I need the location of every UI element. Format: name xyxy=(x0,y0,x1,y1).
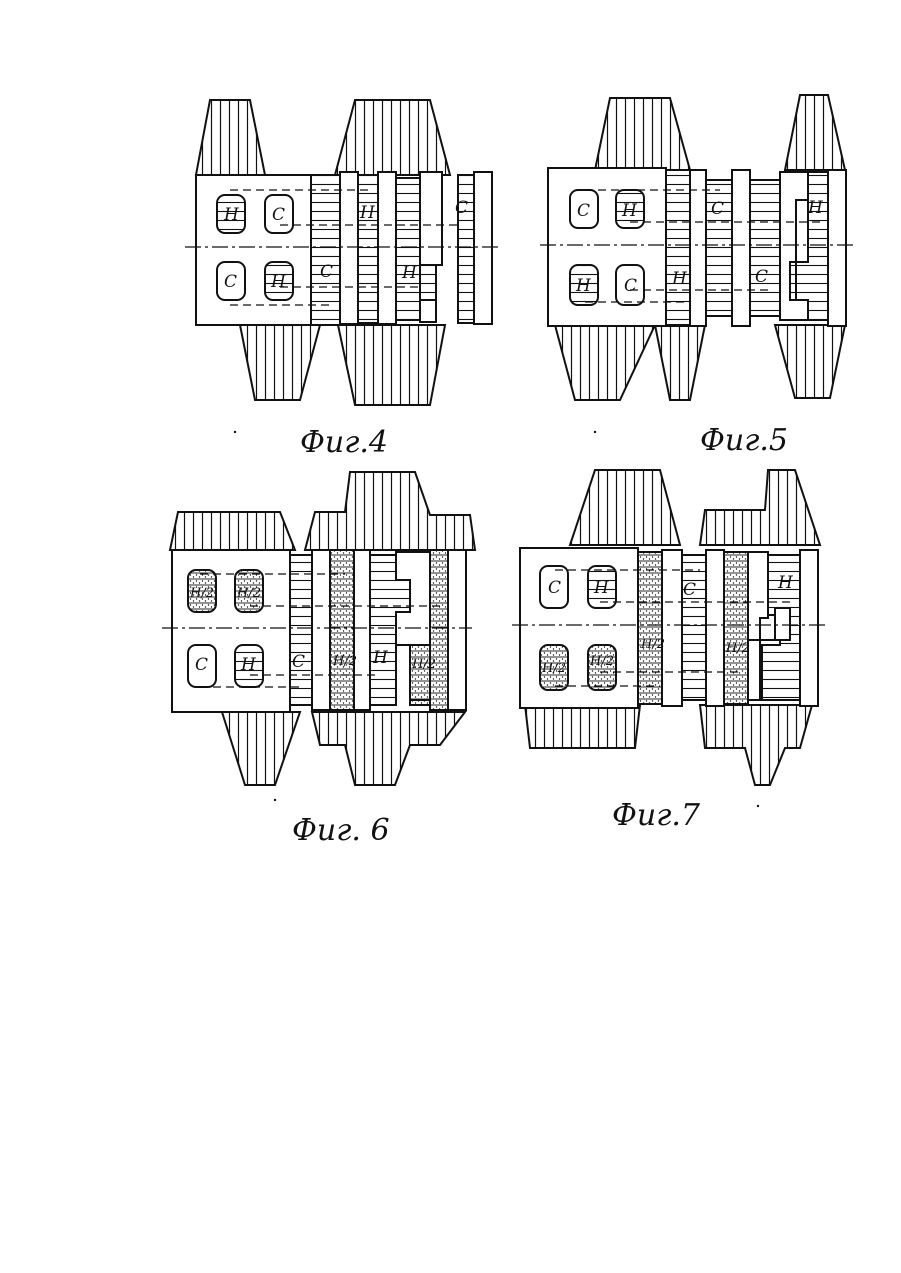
label-text: Н xyxy=(270,272,287,292)
label-text: Н xyxy=(807,198,824,218)
shaft xyxy=(290,555,312,705)
left-block xyxy=(196,175,311,325)
end-flange xyxy=(828,170,846,326)
upper-cone xyxy=(335,100,450,175)
shaft xyxy=(750,180,780,316)
label-text: Н xyxy=(359,203,376,223)
flange xyxy=(378,172,396,324)
lower-cone xyxy=(240,325,320,400)
figure-caption: Фиг. 6 xyxy=(292,813,390,848)
label-text: С xyxy=(320,262,333,282)
left-block xyxy=(548,168,666,326)
speck xyxy=(594,431,596,433)
flange xyxy=(690,170,706,326)
speck xyxy=(274,799,276,801)
label-text: Н xyxy=(777,573,794,593)
label-text: С xyxy=(577,201,590,221)
fraction-label: Н/2 xyxy=(332,654,357,669)
label-text: Н xyxy=(593,578,610,598)
label-text: Н xyxy=(372,648,389,668)
label-text: Н xyxy=(621,201,638,221)
end-flange xyxy=(800,550,818,706)
flange xyxy=(638,552,662,704)
fraction-label: Н/2 xyxy=(236,586,261,601)
label-text: С xyxy=(195,655,208,675)
fraction-label: Н/2 xyxy=(541,661,566,676)
figure-4 xyxy=(185,100,500,405)
lower-cone xyxy=(655,325,705,400)
fraction-label: Н/2 xyxy=(189,586,214,601)
speck xyxy=(757,805,759,807)
shaft xyxy=(311,175,341,325)
label-text: С xyxy=(224,272,237,292)
lower-cone xyxy=(555,325,655,400)
label-text: С xyxy=(683,580,696,600)
lower-cone xyxy=(222,712,300,785)
flange xyxy=(662,550,682,706)
lower-cone xyxy=(312,712,465,785)
flange xyxy=(340,172,358,324)
upper-cone xyxy=(570,470,680,545)
label-text: С xyxy=(755,267,768,287)
label-text: Н xyxy=(671,269,688,289)
label-text: С xyxy=(455,198,468,218)
label-text: С xyxy=(292,652,305,672)
figure-5 xyxy=(540,95,855,400)
lower-cone xyxy=(775,325,845,398)
upper-cone xyxy=(785,95,845,170)
figure-7 xyxy=(512,470,825,785)
flange xyxy=(732,170,750,326)
figure-caption: Фиг.4 xyxy=(300,425,388,460)
lower-cone xyxy=(700,705,812,785)
upper-cone xyxy=(170,512,295,550)
label-text: Н xyxy=(240,655,257,675)
label-text: Н xyxy=(575,276,592,296)
label-text: С xyxy=(548,578,561,598)
end-flange xyxy=(474,172,492,324)
label-text: С xyxy=(624,276,637,296)
figure-6 xyxy=(162,472,475,785)
upper-cone xyxy=(700,470,820,545)
fraction-label: Н/2 xyxy=(411,657,436,672)
label-text: С xyxy=(711,199,724,219)
figure-caption: Фиг.5 xyxy=(700,423,788,458)
flange xyxy=(724,552,748,704)
label-text: С xyxy=(272,205,285,225)
flange xyxy=(354,550,370,710)
label-text: Н xyxy=(223,205,240,225)
fraction-label: Н/2 xyxy=(725,641,750,656)
fraction-label: Н/2 xyxy=(589,654,614,669)
figure-caption: Фиг.7 xyxy=(612,798,701,833)
flange xyxy=(706,550,724,706)
left-block xyxy=(520,548,638,708)
lower-cone xyxy=(338,325,445,405)
lower-cone xyxy=(525,705,640,748)
upper-cone xyxy=(196,100,265,175)
label-text: Н xyxy=(401,263,418,283)
end-flange xyxy=(448,550,466,710)
shaft xyxy=(682,555,706,700)
upper-cone xyxy=(305,472,475,550)
flange xyxy=(410,645,430,705)
flange xyxy=(358,175,380,323)
upper-cone xyxy=(595,98,690,170)
fraction-label: Н/2 xyxy=(640,637,665,652)
speck xyxy=(234,431,236,433)
